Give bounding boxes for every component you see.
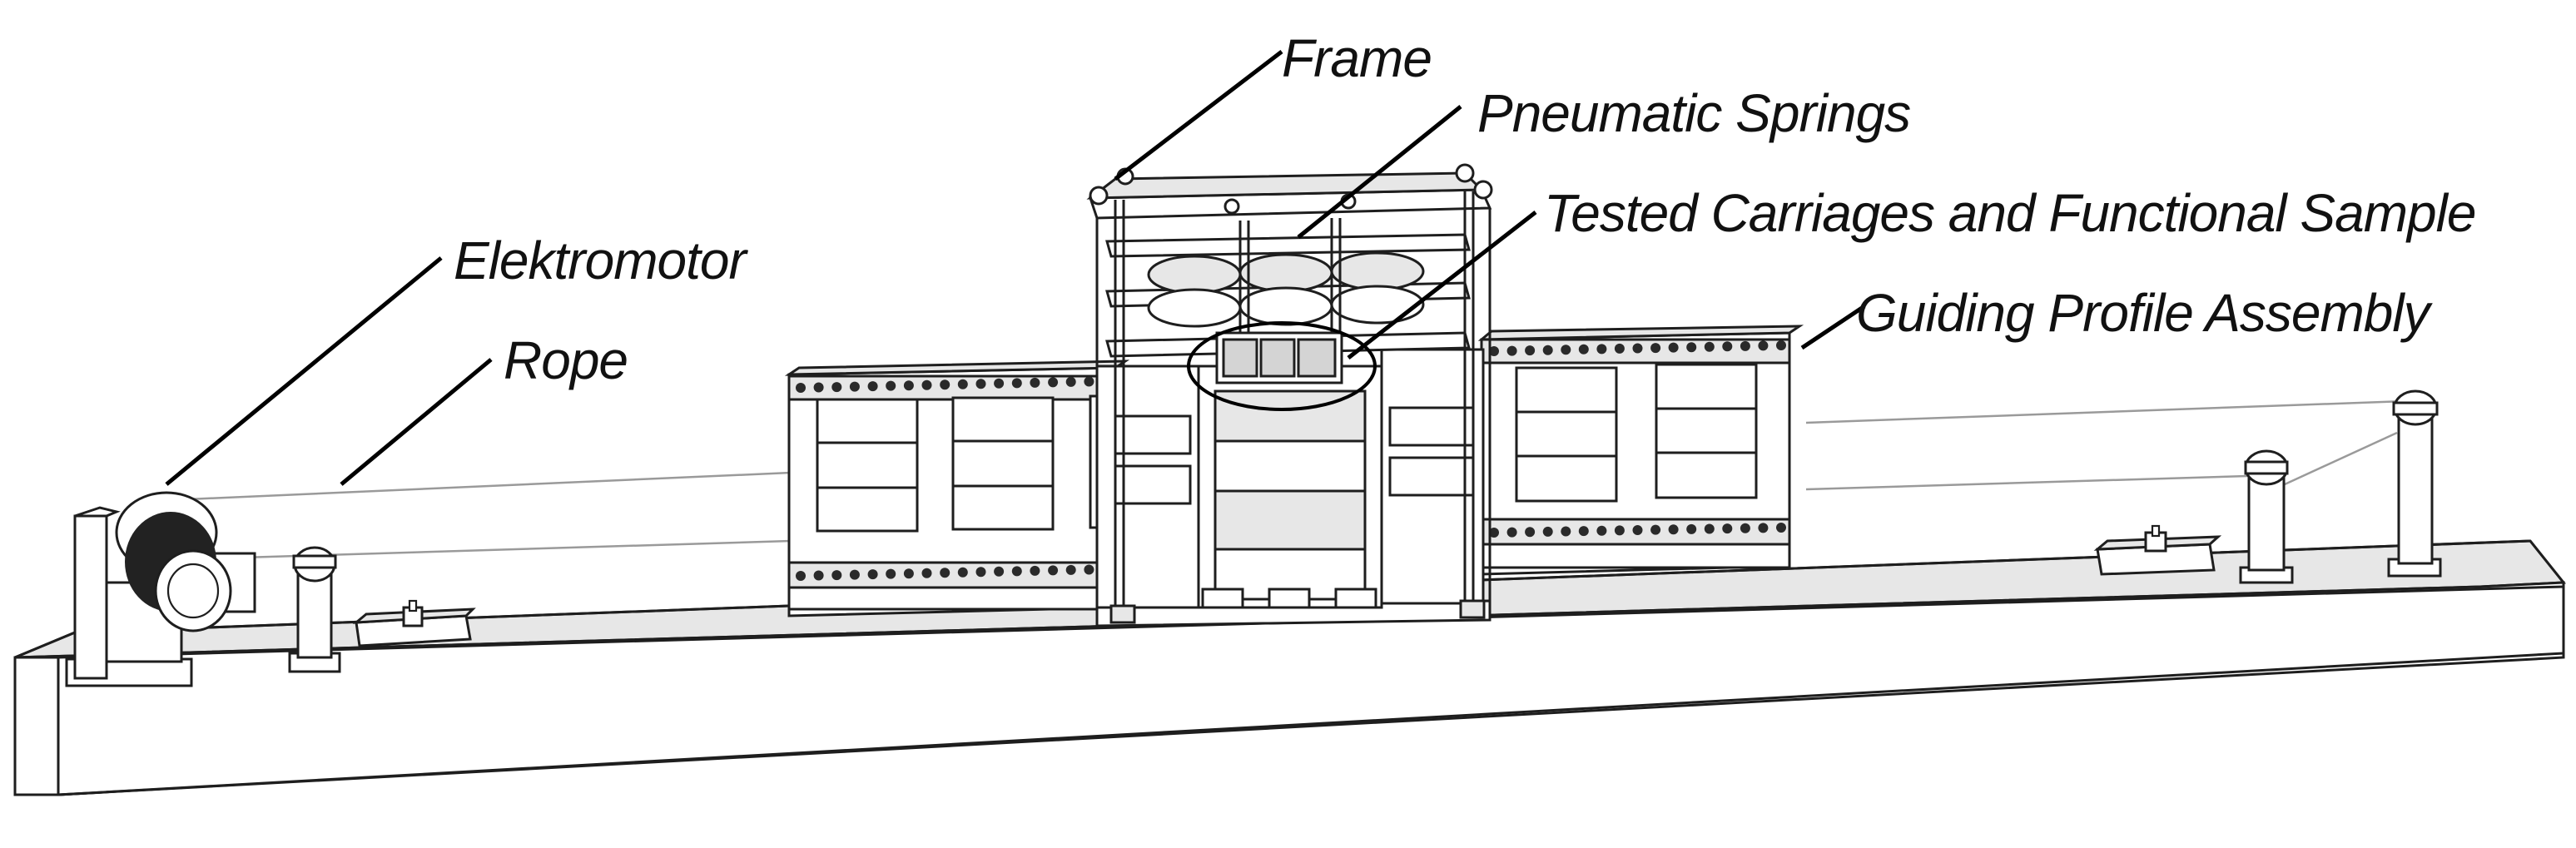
bolt — [975, 567, 986, 578]
bolt — [1578, 344, 1589, 355]
bolt — [1030, 377, 1040, 388]
bolt — [796, 571, 806, 581]
bolt — [1668, 524, 1679, 535]
bolt — [1506, 527, 1517, 538]
bolt — [1561, 345, 1571, 355]
bolt — [921, 568, 932, 578]
leader-guiding-profile — [1800, 304, 1866, 350]
label-guiding-profile: Guiding Profile Assembly — [1856, 283, 2434, 343]
bolt — [994, 378, 1005, 389]
bolt — [1011, 378, 1022, 389]
bolt — [886, 568, 896, 579]
bolt — [1686, 523, 1697, 534]
right-clamp — [2093, 524, 2222, 576]
leader-rope — [340, 358, 493, 486]
bolt — [849, 569, 860, 580]
bolt — [921, 379, 932, 390]
bolt — [1722, 523, 1733, 534]
label-frame: Frame — [1282, 28, 1432, 88]
rail-bolts — [796, 340, 1786, 581]
bolt — [903, 568, 914, 579]
bolt — [1525, 345, 1536, 356]
bolt — [957, 379, 968, 389]
bolt — [1561, 526, 1571, 537]
bolt — [867, 381, 878, 392]
bolt — [1776, 340, 1786, 350]
bolt — [1722, 341, 1733, 352]
bolt — [903, 380, 914, 391]
rope-lines — [186, 399, 2406, 561]
bolt — [796, 383, 806, 393]
bolt — [975, 379, 986, 389]
guiding-profile-assembly — [784, 325, 1804, 617]
right-post-near — [2239, 449, 2294, 584]
pneumatic-spring-3 — [1330, 251, 1425, 325]
bolt — [1065, 376, 1076, 387]
bolt — [1632, 525, 1643, 535]
bolt — [1084, 564, 1094, 575]
leader-lines — [165, 50, 1866, 486]
bolt — [1614, 343, 1625, 354]
bolt — [1650, 524, 1661, 535]
bolt — [1632, 343, 1643, 354]
label-rope: Rope — [504, 330, 628, 390]
bolt — [886, 380, 896, 391]
left-clamp — [352, 599, 476, 647]
bolt — [994, 566, 1005, 577]
bolt — [813, 382, 824, 393]
bolt — [831, 382, 842, 393]
bolt — [1668, 342, 1679, 353]
bolt — [1740, 340, 1750, 351]
bolt — [1489, 528, 1499, 538]
bolt — [867, 569, 878, 580]
bolt — [1704, 341, 1715, 352]
right-post-far — [2387, 389, 2442, 578]
bolt — [1525, 527, 1536, 538]
bolt — [1065, 564, 1076, 575]
bolt — [1048, 377, 1059, 388]
bolt — [1011, 566, 1022, 577]
label-elektromotor: Elektromotor — [454, 231, 748, 290]
bolt — [1740, 523, 1750, 533]
bolt — [849, 381, 860, 392]
leader-pneumatic-springs — [1297, 105, 1462, 239]
bolt — [1578, 526, 1589, 537]
bolt — [1048, 565, 1059, 576]
bolt — [813, 570, 824, 581]
label-tested-carriages: Tested Carriages and Functional Sample — [1544, 183, 2475, 243]
leader-frame — [1114, 50, 1283, 181]
bolt — [1542, 526, 1553, 537]
bolt — [1506, 345, 1517, 356]
left-post — [288, 546, 341, 673]
bolt — [940, 379, 950, 390]
bolt — [1030, 565, 1040, 576]
bolt — [1704, 523, 1715, 534]
bolt — [1776, 523, 1786, 533]
bolt — [1489, 346, 1499, 356]
leader-elektromotor — [165, 256, 443, 486]
bolt — [1596, 525, 1607, 536]
label-pneumatic-springs: Pneumatic Springs — [1477, 83, 1910, 143]
central-frame — [1086, 163, 1493, 627]
leader-tested-carriages — [1347, 211, 1537, 360]
bolt — [831, 570, 842, 581]
bolt — [957, 567, 968, 578]
bolt — [1614, 525, 1625, 536]
pneumatic-spring-1 — [1147, 255, 1242, 328]
bolt — [1758, 523, 1769, 533]
bolt — [940, 568, 950, 578]
bolt — [1542, 345, 1553, 355]
bolt — [1596, 344, 1607, 355]
bolt — [1686, 342, 1697, 353]
bolt — [1650, 343, 1661, 354]
bolt — [1758, 340, 1769, 351]
bolt — [1084, 376, 1094, 387]
elektromotor — [65, 491, 256, 687]
